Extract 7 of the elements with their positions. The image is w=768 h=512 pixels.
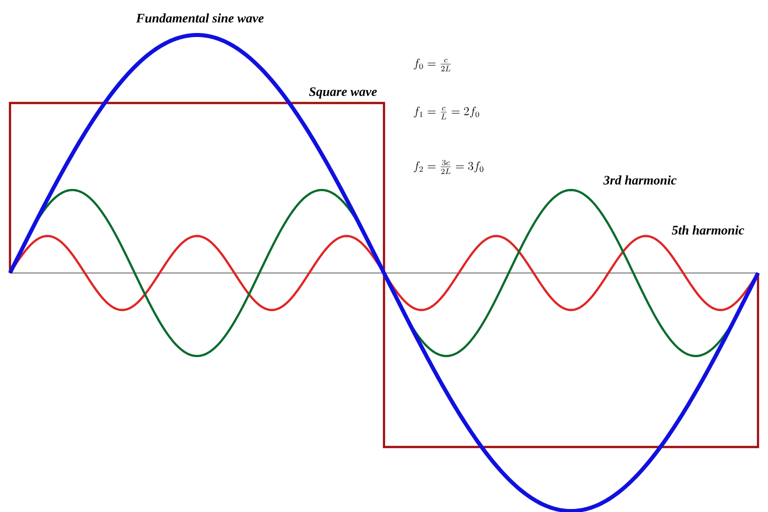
- wave-label: 3rd harmonic: [603, 175, 676, 185]
- wave-label: Square wave: [309, 87, 377, 99]
- wave-label: Fundamental sine wave: [136, 13, 264, 23]
- formula: $f_2 = \frac{3c}{2L} = 3f_0$: [414, 160, 484, 174]
- formula: $f_0 = \frac{c}{2L}$: [414, 58, 451, 72]
- wave-label: 5th harmonic: [672, 225, 744, 235]
- formula: $f_1 = \frac{c}{L} = 2f_0$: [414, 106, 480, 120]
